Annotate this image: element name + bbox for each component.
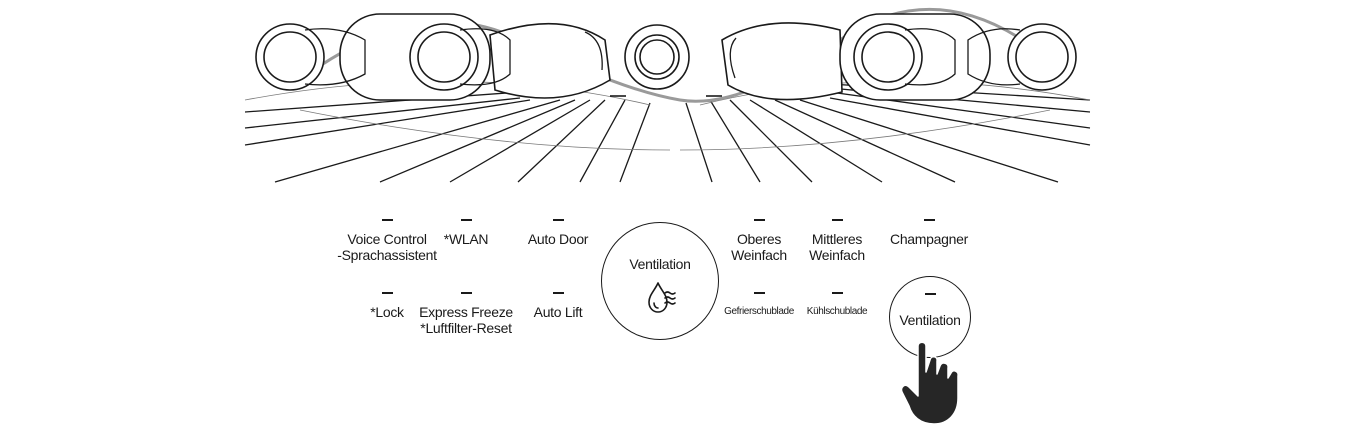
indicator-dash — [831, 292, 843, 294]
mittleres-weinfach-label-line1: Mittleres — [811, 231, 863, 247]
champagner-button[interactable]: Champagner — [869, 219, 989, 247]
bottle-illustration — [244, 7, 1091, 183]
oberes-weinfach-label-line2: Weinfach — [731, 247, 787, 263]
oberes-weinfach-label-line1: Oberes — [736, 231, 782, 247]
indicator-dash — [460, 219, 472, 221]
oberes-weinfach-button[interactable]: Oberes Weinfach — [699, 219, 819, 263]
indicator-dash — [925, 293, 936, 295]
lock-label: *Lock — [370, 304, 404, 320]
voice-control-button[interactable]: Voice Control -Sprachassistent — [327, 219, 447, 263]
express-freeze-button[interactable]: Express Freeze *Luftfilter-Reset — [406, 292, 526, 336]
indicator-dash — [381, 292, 393, 294]
drop-with-waves-icon — [648, 282, 676, 313]
ventilation-right-label: Ventilation — [899, 312, 961, 328]
mittleres-weinfach-button[interactable]: Mittleres Weinfach — [777, 219, 897, 263]
indicator-dash — [923, 219, 935, 221]
indicator-dash — [552, 292, 564, 294]
wlan-button[interactable]: *WLAN — [406, 219, 526, 247]
ventilation-center-label: Ventilation — [629, 256, 691, 272]
express-freeze-label-line1: Express Freeze — [419, 304, 513, 320]
voice-control-label-line1: Voice Control — [347, 231, 427, 247]
ventilation-center-button[interactable]: Ventilation — [601, 222, 719, 340]
indicator-dash — [460, 292, 472, 294]
gefrierschublade-label: Gefrierschublade — [724, 306, 794, 317]
mittleres-weinfach-label-line2: Weinfach — [809, 247, 865, 263]
kuehlschublade-label: Kühlschublade — [806, 306, 868, 317]
indicator-dash — [381, 219, 393, 221]
ventilation-right-button[interactable]: Ventilation — [889, 276, 971, 358]
indicator-dash — [552, 219, 564, 221]
kuehlschublade-button[interactable]: Kühlschublade — [777, 292, 897, 320]
wlan-label: *WLAN — [443, 231, 489, 247]
auto-lift-button[interactable]: Auto Lift — [498, 292, 618, 320]
indicator-dash — [753, 219, 765, 221]
auto-lift-label: Auto Lift — [533, 304, 583, 320]
indicator-dash — [753, 292, 765, 294]
pointing-hand-icon — [900, 341, 959, 425]
gefrierschublade-button[interactable]: Gefrierschublade — [699, 292, 819, 320]
lock-button[interactable]: *Lock — [327, 292, 447, 320]
indicator-dash — [831, 219, 843, 221]
champagner-label: Champagner — [890, 231, 968, 247]
auto-door-button[interactable]: Auto Door — [498, 219, 618, 247]
auto-door-label: Auto Door — [527, 231, 589, 247]
voice-control-label-line2: -Sprachassistent — [337, 247, 437, 263]
express-freeze-label-line2: *Luftfilter-Reset — [420, 320, 512, 336]
